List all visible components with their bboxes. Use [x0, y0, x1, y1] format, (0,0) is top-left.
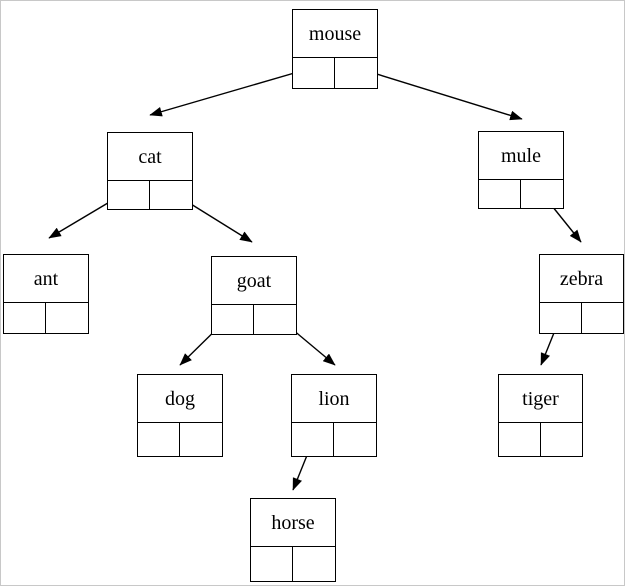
tree-node-pointer-row — [479, 180, 563, 208]
tree-node-label: goat — [212, 257, 296, 305]
left-pointer-cell[interactable] — [479, 180, 521, 208]
tree-edge-mouse-left-cat — [149, 66, 316, 117]
right-pointer-cell[interactable] — [541, 423, 583, 456]
right-pointer-cell[interactable] — [293, 547, 335, 581]
right-pointer-cell[interactable] — [150, 181, 192, 209]
tree-node-mouse[interactable]: mouse — [292, 9, 378, 89]
tree-node-pointer-row — [292, 423, 376, 456]
tree-node-pointer-row — [138, 423, 222, 456]
tree-node-label: cat — [108, 133, 192, 181]
tree-node-cat[interactable]: cat — [107, 132, 193, 210]
tree-node-pointer-row — [540, 303, 623, 333]
tree-edge-mouse-right-mule — [353, 66, 523, 121]
tree-node-pointer-row — [4, 303, 88, 333]
right-pointer-cell[interactable] — [180, 423, 222, 456]
right-pointer-cell[interactable] — [46, 303, 88, 333]
tree-node-label: tiger — [499, 375, 582, 423]
right-pointer-cell[interactable] — [254, 305, 296, 334]
tree-node-label: zebra — [540, 255, 623, 303]
right-pointer-cell[interactable] — [521, 180, 563, 208]
left-pointer-cell[interactable] — [499, 423, 541, 456]
tree-node-horse[interactable]: horse — [250, 498, 336, 582]
tree-node-ant[interactable]: ant — [3, 254, 89, 334]
right-pointer-cell[interactable] — [582, 303, 624, 333]
tree-node-pointer-row — [251, 547, 335, 581]
tree-node-label: mule — [479, 132, 563, 180]
tree-node-mule[interactable]: mule — [478, 131, 564, 209]
tree-node-label: horse — [251, 499, 335, 547]
tree-node-label: mouse — [293, 10, 377, 58]
tree-node-label: dog — [138, 375, 222, 423]
tree-node-dog[interactable]: dog — [137, 374, 223, 457]
right-pointer-cell[interactable] — [334, 423, 376, 456]
tree-node-goat[interactable]: goat — [211, 256, 297, 335]
left-pointer-cell[interactable] — [251, 547, 293, 581]
tree-node-pointer-row — [293, 58, 377, 88]
tree-node-zebra[interactable]: zebra — [539, 254, 624, 334]
left-pointer-cell[interactable] — [540, 303, 582, 333]
left-pointer-cell[interactable] — [138, 423, 180, 456]
tree-node-pointer-row — [499, 423, 582, 456]
tree-node-lion[interactable]: lion — [291, 374, 377, 457]
left-pointer-cell[interactable] — [292, 423, 334, 456]
tree-node-pointer-row — [108, 181, 192, 209]
left-pointer-cell[interactable] — [108, 181, 150, 209]
left-pointer-cell[interactable] — [4, 303, 46, 333]
right-pointer-cell[interactable] — [335, 58, 377, 88]
tree-node-label: lion — [292, 375, 376, 423]
tree-node-label: ant — [4, 255, 88, 303]
left-pointer-cell[interactable] — [212, 305, 254, 334]
tree-node-pointer-row — [212, 305, 296, 334]
left-pointer-cell[interactable] — [293, 58, 335, 88]
tree-node-tiger[interactable]: tiger — [498, 374, 583, 457]
